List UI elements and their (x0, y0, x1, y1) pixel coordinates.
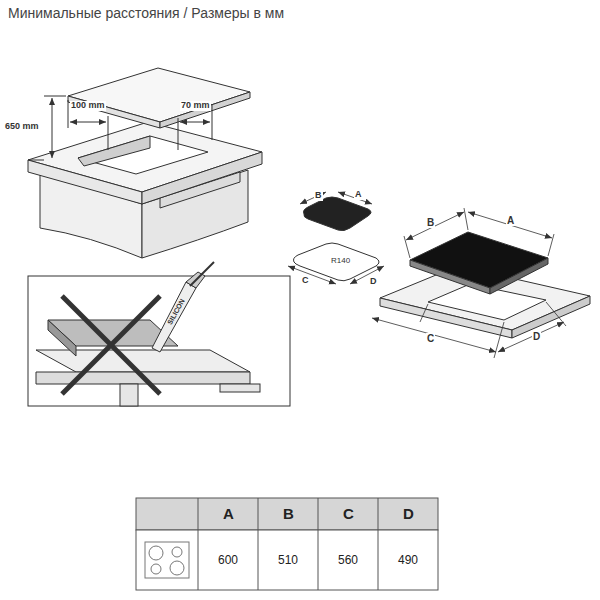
table-cell: 510 (278, 554, 298, 567)
dimension-letter: A (506, 215, 515, 226)
table-cell: 490 (398, 554, 418, 567)
table-cell: 560 (338, 554, 358, 567)
countertop-drawing (28, 68, 262, 258)
radius-label: R140 (330, 257, 351, 266)
page-title: Минимальные расстояния / Размеры в мм (8, 6, 284, 21)
dimension-lines (28, 96, 212, 160)
dimension-letter: A (354, 190, 363, 200)
dimension-letter: D (532, 331, 541, 342)
dimension-label: 100 mm (70, 101, 106, 111)
dimension-letter: C (301, 276, 310, 286)
dimension-letter: D (369, 277, 378, 287)
table-header: D (403, 506, 414, 523)
dimension-letter: B (426, 217, 435, 228)
small-hob-drawing (288, 192, 384, 284)
table-cell: 600 (218, 554, 238, 567)
dimension-letter: C (426, 333, 435, 344)
table-header: B (283, 506, 294, 523)
silicone-warning (28, 262, 290, 406)
dimension-letter: B (314, 191, 323, 201)
table-header: A (223, 506, 234, 523)
table-header: C (343, 506, 354, 523)
dimension-label: 70 mm (180, 101, 211, 111)
dimension-table (136, 498, 438, 590)
large-hob-drawing (372, 208, 590, 358)
dimension-label: 650 mm (4, 122, 40, 132)
